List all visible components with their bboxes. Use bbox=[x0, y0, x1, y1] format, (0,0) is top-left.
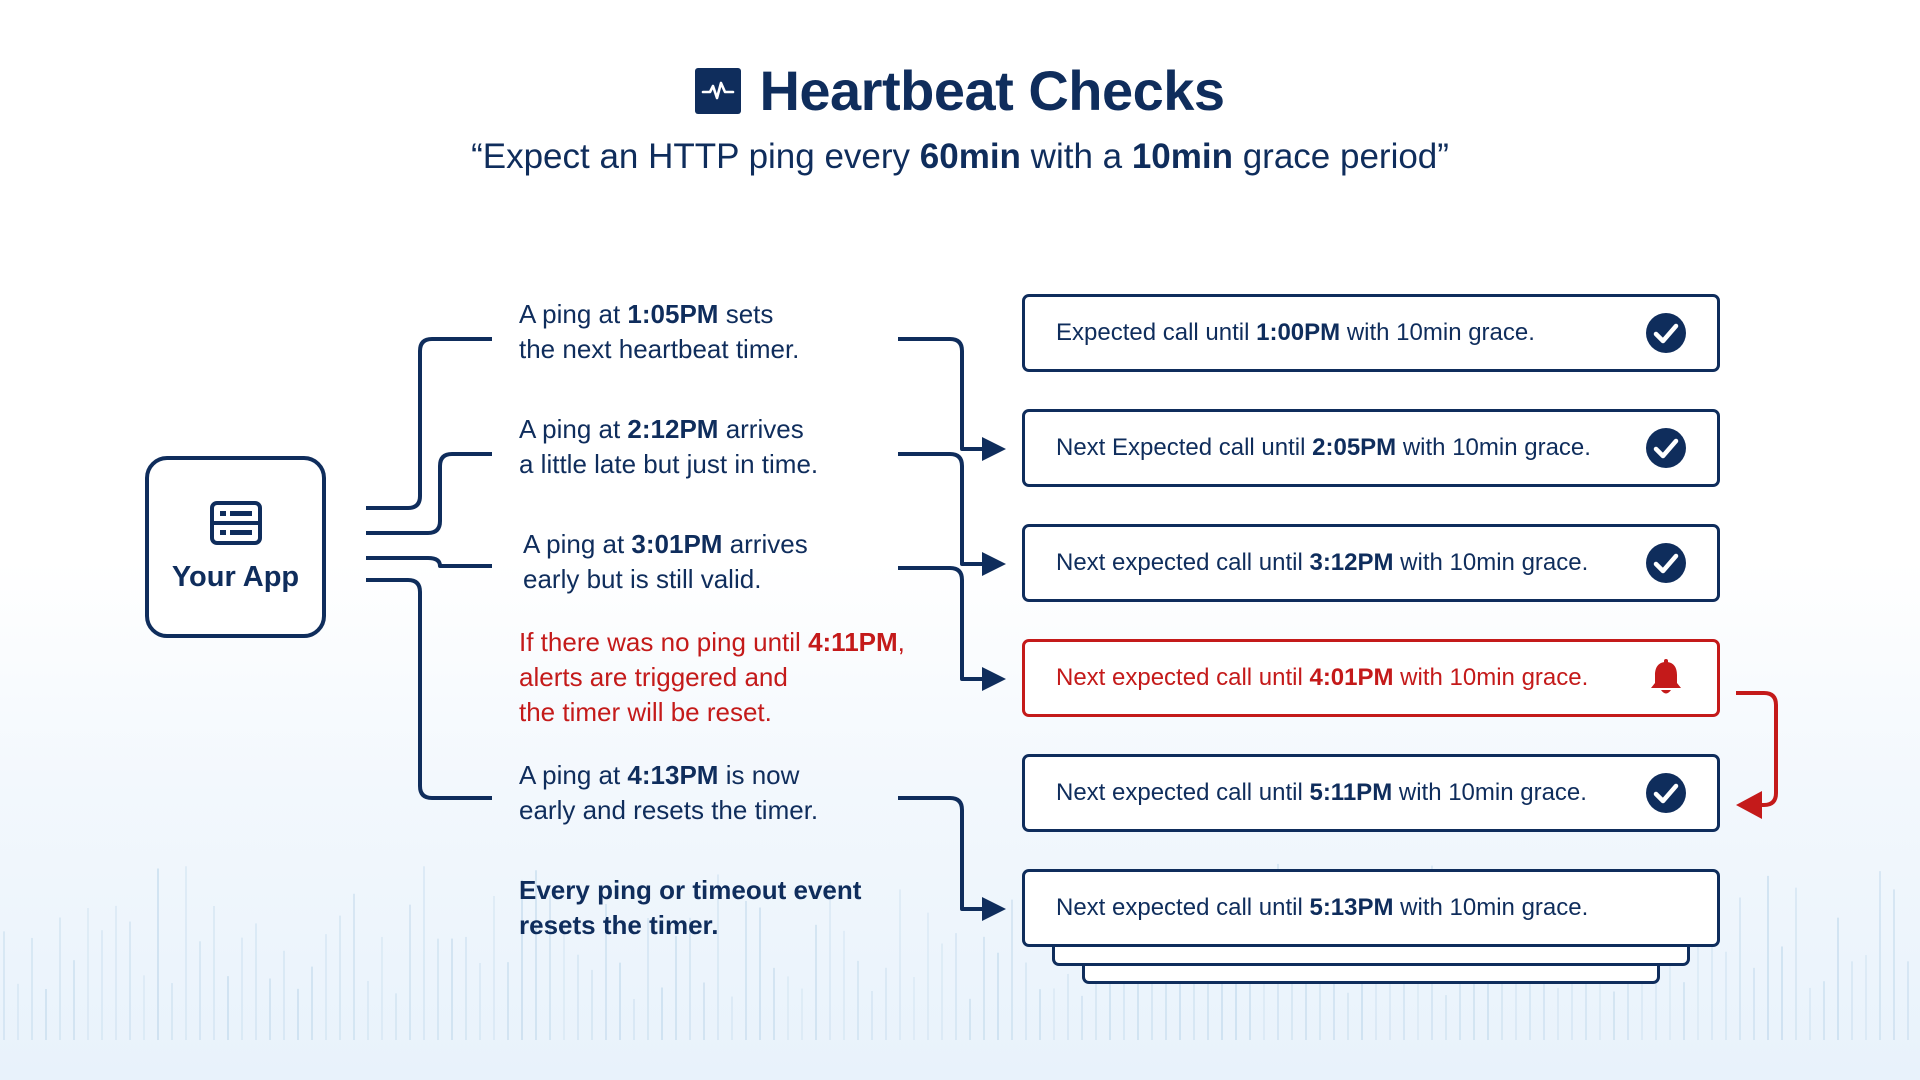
arrowhead-card-4 bbox=[982, 667, 1006, 691]
page-subtitle: “Expect an HTTP ping every 60min with a … bbox=[471, 137, 1449, 176]
connector-app-to-event-1 bbox=[366, 337, 492, 510]
timer-card-text: Expected call until 1:00PM with 10min gr… bbox=[1056, 319, 1535, 346]
check-circle-icon bbox=[1645, 427, 1687, 469]
summary-note: Every ping or timeout event resets the t… bbox=[519, 875, 862, 940]
header: Heartbeat Checks “Expect an HTTP ping ev… bbox=[0, 58, 1920, 177]
connector-event-3-to-card-4 bbox=[898, 566, 986, 681]
check-circle-icon bbox=[1645, 772, 1687, 814]
event-ping-1: A ping at 1:05PM sets the next heartbeat… bbox=[519, 299, 800, 364]
arrowhead-card-2 bbox=[982, 437, 1006, 461]
connector-event-5-to-card-6 bbox=[898, 796, 986, 911]
event-ping-3: A ping at 3:01PM arrives early but is st… bbox=[523, 529, 808, 594]
timer-card-text: Next expected call until 5:13PM with 10m… bbox=[1056, 894, 1589, 921]
check-circle-icon bbox=[1645, 312, 1687, 354]
your-app-box: Your App bbox=[145, 456, 326, 638]
timer-card-text: Next expected call until 5:11PM with 10m… bbox=[1056, 779, 1587, 806]
event-ping-5: A ping at 4:13PM is now early and resets… bbox=[519, 760, 819, 825]
connector-app-to-event-5 bbox=[366, 578, 492, 800]
alert-reset-arrowhead bbox=[1736, 791, 1762, 819]
timer-card-6: Next expected call until 5:13PM with 10m… bbox=[1022, 869, 1720, 947]
timer-card-4-alert: Next expected call until 4:01PM with 10m… bbox=[1022, 639, 1720, 717]
arrowhead-card-3 bbox=[982, 552, 1006, 576]
event-ping-2: A ping at 2:12PM arrives a little late b… bbox=[519, 414, 819, 479]
timer-card-2: Next Expected call until 2:05PM with 10m… bbox=[1022, 409, 1720, 487]
timer-card-text: Next Expected call until 2:05PM with 10m… bbox=[1056, 434, 1591, 461]
timer-card-text: Next expected call until 4:01PM with 10m… bbox=[1056, 664, 1589, 691]
connector-app-to-event-2 bbox=[366, 452, 492, 535]
your-app-label: Your App bbox=[171, 561, 300, 593]
event-timeout-alert: If there was no ping until 4:11PM, alert… bbox=[519, 627, 905, 727]
timer-card-1: Expected call until 1:00PM with 10min gr… bbox=[1022, 294, 1720, 372]
timer-card-3: Next expected call until 3:12PM with 10m… bbox=[1022, 524, 1720, 602]
bell-icon bbox=[1645, 657, 1687, 699]
heartbeat-icon bbox=[695, 67, 742, 114]
connector-app-to-event-3 bbox=[366, 556, 492, 569]
card-stack-layer-2 bbox=[1082, 962, 1660, 984]
timer-card-text: Next expected call until 3:12PM with 10m… bbox=[1056, 549, 1589, 576]
alert-reset-connector bbox=[1736, 691, 1778, 807]
timer-card-5: Next expected call until 5:11PM with 10m… bbox=[1022, 754, 1720, 832]
page-title: Heartbeat Checks bbox=[759, 59, 1225, 122]
check-circle-icon bbox=[1645, 542, 1687, 584]
connector-event-1-to-card-2 bbox=[898, 337, 986, 451]
connector-event-2-to-card-3 bbox=[898, 452, 986, 566]
server-icon bbox=[209, 500, 263, 551]
arrowhead-card-6 bbox=[982, 897, 1006, 921]
